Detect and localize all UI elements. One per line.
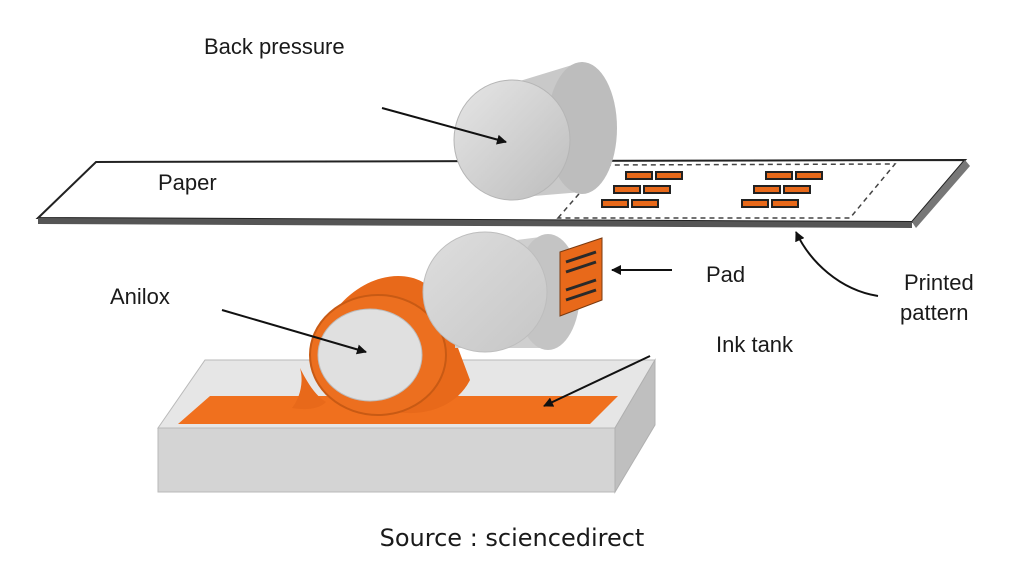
label-back-pressure: Back pressure: [204, 34, 345, 59]
printed-marks-right: [741, 171, 823, 208]
label-anilox: Anilox: [110, 284, 170, 309]
ink-tank: [157, 358, 656, 494]
label-paper: Paper: [158, 170, 217, 195]
back-pressure-roller: [453, 62, 617, 201]
ink-tank-arrow: [543, 355, 651, 407]
pad-roller-face: [422, 231, 548, 353]
back-pressure-arrow: [381, 107, 507, 145]
anilox-roller-face: [317, 308, 423, 402]
label-printed-pattern-line1: Printed: [904, 270, 974, 295]
source-caption: Source : sciencedirect: [380, 524, 645, 552]
anilox-arrow: [221, 309, 367, 355]
label-pad: Pad: [706, 262, 745, 287]
printed-marks-left: [601, 171, 683, 208]
back-pressure-roller-face: [453, 79, 571, 201]
pad-roller: [422, 231, 603, 353]
printed-pattern-arrow: [795, 231, 879, 297]
pad-plate: [559, 237, 603, 317]
callout-arrows: [221, 107, 879, 407]
ink-splash: [292, 368, 326, 410]
label-ink-tank: Ink tank: [716, 332, 794, 357]
label-printed-pattern-line2: pattern: [900, 300, 969, 325]
